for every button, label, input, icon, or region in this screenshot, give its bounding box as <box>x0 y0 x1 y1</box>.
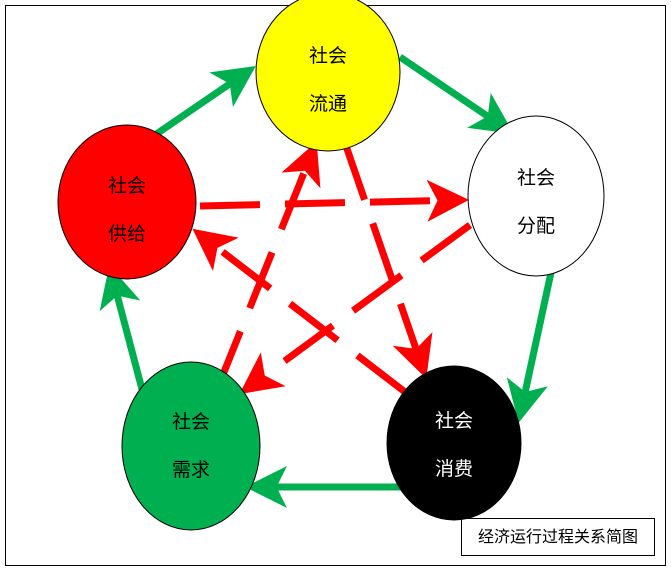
arrow-demand-to-supply <box>99 265 147 394</box>
label-line1: 社会 <box>107 175 146 197</box>
label-line2: 消费 <box>434 458 473 480</box>
inner-star-arrows <box>192 141 473 395</box>
arrow-distribution-to-demand <box>239 222 473 395</box>
label-line1: 社会 <box>516 167 555 189</box>
label-line2: 流通 <box>308 93 347 115</box>
node-distribution <box>467 115 605 277</box>
node-consumption <box>386 365 522 521</box>
label-line1: 社会 <box>434 410 473 432</box>
label-line2: 需求 <box>171 459 210 481</box>
label-line1: 社会 <box>308 45 347 67</box>
label-consumption: 社会 消费 <box>394 397 514 493</box>
arrow-demand-to-circulation <box>214 141 321 389</box>
diagram-caption: 经济运行过程关系简图 <box>461 518 655 556</box>
label-circulation: 社会 流通 <box>268 32 388 128</box>
node-demand <box>121 361 261 531</box>
label-demand: 社会 需求 <box>131 398 251 494</box>
arrow-circulation-to-consumption <box>341 141 433 379</box>
label-line1: 社会 <box>171 411 210 433</box>
arrow-supply-to-circulation <box>150 66 256 140</box>
label-line2: 供给 <box>107 223 146 245</box>
outer-cycle-arrows <box>99 54 556 508</box>
arrow-consumption-to-supply <box>192 228 408 395</box>
label-supply: 社会 供给 <box>67 162 187 258</box>
label-line2: 分配 <box>516 215 555 237</box>
label-distribution: 社会 分配 <box>476 154 596 250</box>
arrow-supply-to-distribution <box>199 179 469 222</box>
arrow-distribution-to-consumption <box>506 267 556 423</box>
arrow-circulation-to-distribution <box>398 54 514 134</box>
node-supply <box>57 124 197 280</box>
node-circulation <box>255 0 401 152</box>
